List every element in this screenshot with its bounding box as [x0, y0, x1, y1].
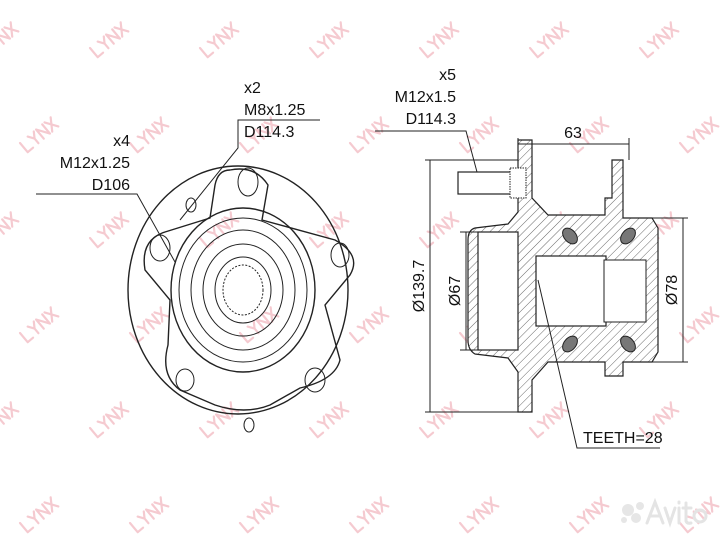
lynx-watermark	[418, 211, 460, 249]
lynx-watermark	[678, 306, 720, 344]
lynx-watermark	[0, 401, 20, 439]
lynx-watermark	[308, 211, 350, 249]
lynx-watermark	[238, 116, 280, 154]
lynx-watermark	[238, 306, 280, 344]
lynx-watermark	[638, 401, 680, 439]
bolt-hole	[304, 367, 326, 393]
lynx-watermark	[638, 21, 680, 59]
bolt-count-label: x4	[113, 133, 130, 150]
lynx-watermark	[458, 116, 500, 154]
bearing-ball	[562, 227, 578, 245]
flange-diameter-dimension: Ø139.7	[411, 260, 428, 313]
threaded-hole	[243, 417, 255, 433]
spline-teeth	[222, 264, 264, 316]
bolt-hole	[237, 167, 259, 197]
side-view	[375, 130, 688, 449]
hub-ring	[170, 207, 316, 373]
bolt-hole	[175, 368, 195, 392]
bearing-ball	[620, 335, 636, 353]
lynx-watermark	[0, 21, 20, 59]
stud-pcd-label: D114.3	[406, 111, 457, 128]
lynx-watermark	[308, 401, 350, 439]
hole-thread-label: M8x1.25	[244, 102, 305, 119]
pilot-diameter-dimension: Ø67	[447, 276, 464, 306]
lynx-watermark	[308, 21, 350, 59]
bearing-diameter-dimension: Ø78	[664, 275, 681, 305]
hole-count-label: x2	[244, 80, 261, 97]
lynx-watermark	[0, 211, 20, 249]
bolt-pcd-label: D106	[92, 177, 130, 194]
lynx-watermark	[128, 496, 170, 534]
lynx-watermark	[18, 496, 60, 534]
lynx-watermark	[678, 116, 720, 154]
lynx-watermark	[568, 116, 610, 154]
stud-count-label: x5	[439, 67, 456, 84]
hole-leader-line	[179, 119, 320, 221]
lynx-watermark	[568, 496, 610, 534]
bearing-ball	[562, 335, 578, 353]
width-dimension: 63	[564, 125, 582, 142]
lynx-watermark	[88, 211, 130, 249]
lynx-watermark	[238, 496, 280, 534]
bearing-ball	[620, 227, 636, 245]
front-view	[36, 119, 355, 433]
lynx-watermark	[348, 116, 390, 154]
wheel-stud	[457, 171, 519, 195]
lynx-watermark	[128, 116, 170, 154]
flange-star-plate	[143, 168, 355, 411]
lynx-watermark	[88, 401, 130, 439]
lynx-watermark	[348, 496, 390, 534]
avito-logo	[621, 497, 708, 528]
hole-pcd-label: D114.3	[244, 124, 295, 141]
lynx-watermark	[198, 21, 240, 59]
lynx-watermark	[198, 211, 240, 249]
lynx-watermark	[18, 116, 60, 154]
bolt-leader-line	[36, 193, 176, 263]
lynx-watermark	[458, 496, 500, 534]
lynx-watermark	[418, 21, 460, 59]
lynx-watermark	[348, 306, 390, 344]
lynx-watermark	[528, 401, 570, 439]
lynx-watermark	[418, 401, 460, 439]
lynx-watermark	[198, 401, 240, 439]
stud-thread-label: M12x1.5	[395, 89, 456, 106]
lynx-watermark	[88, 21, 130, 59]
bolt-hole	[330, 242, 350, 268]
threaded-hole	[185, 197, 197, 213]
teeth-label: TEETH=28	[583, 430, 663, 447]
bolt-thread-label: M12x1.25	[60, 155, 130, 172]
lynx-watermark	[18, 306, 60, 344]
flange-outline	[127, 165, 349, 415]
lynx-watermark	[528, 21, 570, 59]
